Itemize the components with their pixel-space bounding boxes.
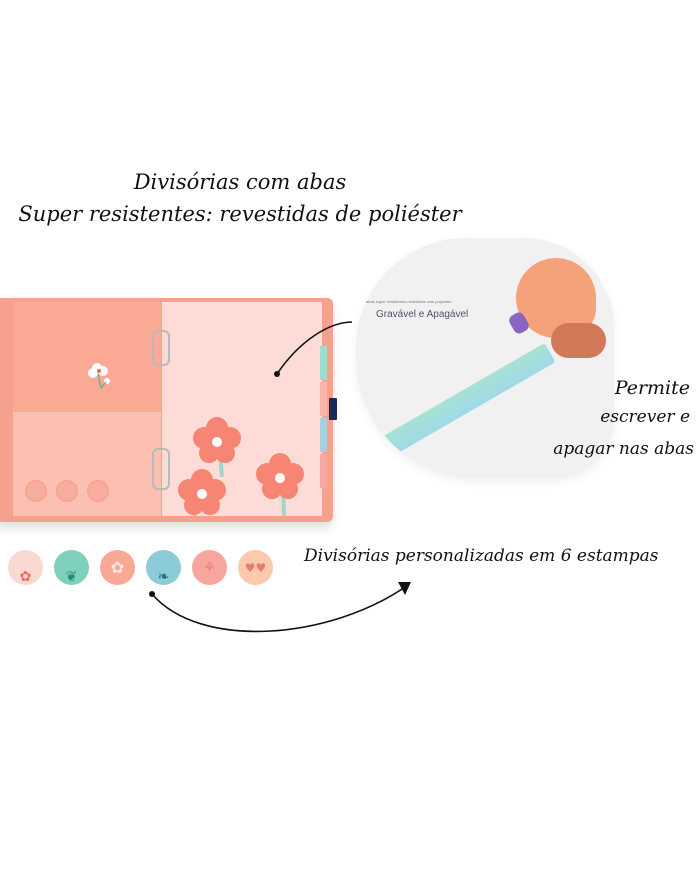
callout-line-2: escrever e [600, 407, 690, 427]
flowers-illustration [178, 416, 304, 516]
callout-line-1: Permite [614, 377, 690, 399]
fingers [551, 323, 606, 358]
arrowhead [398, 582, 411, 595]
swatch-peach-hearts[interactable]: ♥♥ [238, 550, 273, 585]
callout-line-3: apagar nas abas [553, 439, 694, 459]
tab-blue[interactable] [320, 418, 327, 452]
tab-pink[interactable] [320, 382, 327, 416]
tab-rose[interactable] [320, 454, 327, 488]
swatch-blue-branches[interactable]: ❧ [146, 550, 181, 585]
heading-line-2: Super resistentes: revestidas de poliést… [18, 202, 462, 226]
swatch-pink-blossom[interactable]: ✿ [100, 550, 135, 585]
closure-strap [329, 398, 337, 420]
small-flower-icon [88, 363, 110, 389]
tab-green[interactable] [320, 346, 327, 380]
binder [0, 298, 337, 522]
right-divider-page [162, 302, 322, 516]
left-pocket-page [13, 302, 161, 516]
pocket-top [13, 302, 161, 412]
swatch-salmon-tulips[interactable]: ⚘ [192, 550, 227, 585]
caption: Gravável e Apagável [376, 309, 469, 320]
heading-line-1: Divisórias com abas [133, 170, 347, 194]
small-caption: abas super resistentes revestidas com po… [366, 299, 452, 304]
arrow-to-tab [276, 321, 353, 375]
swatch-green-leaves[interactable]: ❦ [54, 550, 89, 585]
arrow-to-patterns [151, 584, 409, 633]
pattern-swatches: ✿ ❦ ✿ ❧ ⚘ ♥♥ [8, 550, 273, 585]
patterns-caption: Divisórias personalizadas em 6 estampas [304, 546, 659, 566]
tab-strip [356, 343, 556, 473]
detail-cloud: abas super resistentes revestidas com po… [356, 238, 614, 478]
swatch-red-flowers[interactable]: ✿ [8, 550, 43, 585]
binder-rings [152, 318, 170, 508]
